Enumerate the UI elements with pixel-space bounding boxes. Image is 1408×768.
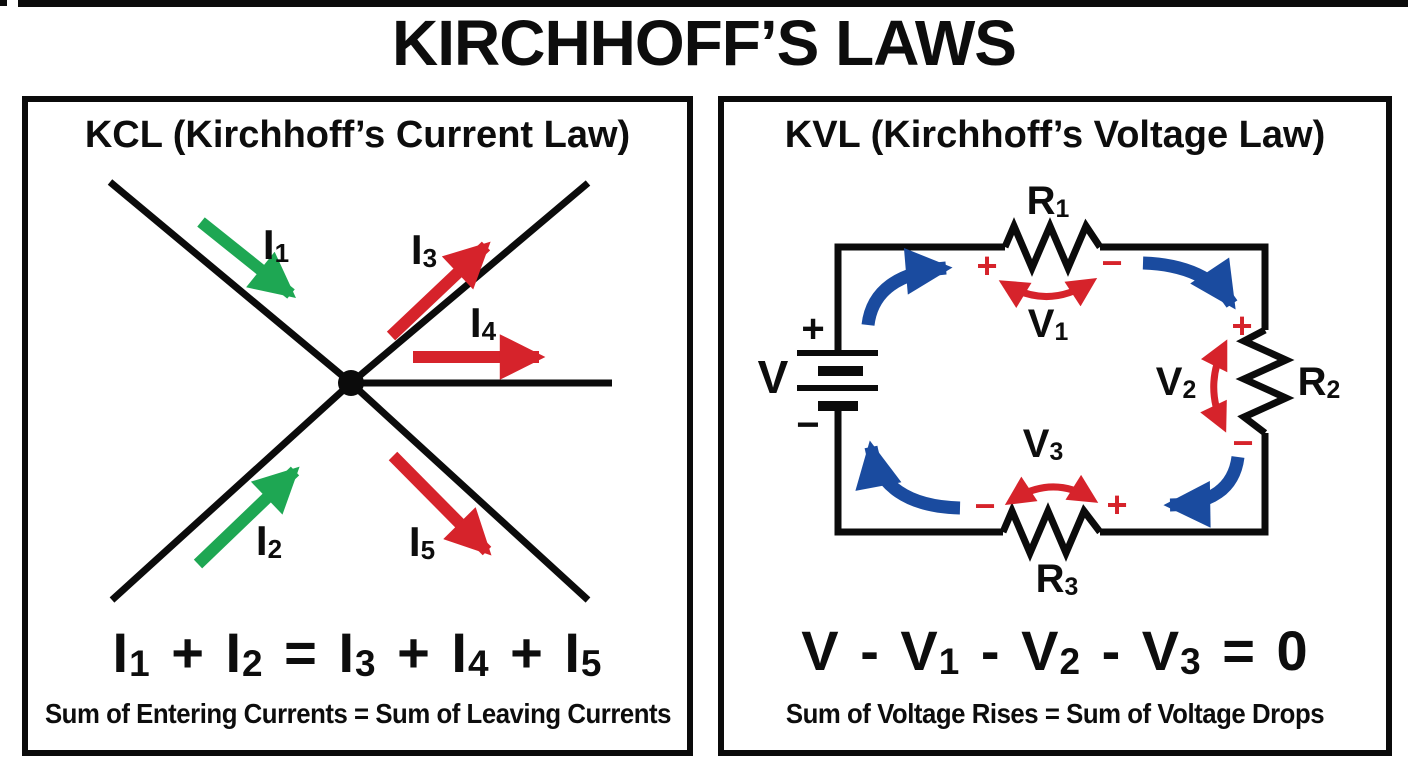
wire-top-right bbox=[1100, 243, 1269, 330]
wire-upper-left bbox=[107, 179, 354, 386]
battery-plus-sign: + bbox=[801, 307, 825, 351]
kvl-equation: V - V1 - V2 - V3 = 0 bbox=[801, 619, 1309, 683]
r2-plus-sign: + bbox=[1231, 305, 1253, 346]
label-voltage-v2: V2 bbox=[1155, 360, 1197, 405]
wire-bottom-left bbox=[834, 408, 1003, 536]
label-resistor-r3: R3 bbox=[1035, 557, 1079, 602]
r1-plus-sign: + bbox=[976, 245, 998, 286]
label-voltage-v1: V1 bbox=[1027, 302, 1069, 347]
voltage-arc-v1 bbox=[998, 277, 1098, 308]
wire-lower-left bbox=[109, 380, 354, 603]
kcl-junction-diagram bbox=[107, 179, 612, 603]
flow-arrow-bottom-left bbox=[855, 440, 961, 515]
kvl-circuit-diagram bbox=[797, 217, 1295, 562]
label-current-i5: I5 bbox=[408, 517, 436, 566]
r2-minus-sign: − bbox=[1232, 422, 1254, 463]
battery-voltage-label: V bbox=[757, 351, 789, 403]
label-current-i3: I3 bbox=[410, 225, 438, 274]
kcl-panel: KCL (Kirchhoff’s Current Law) bbox=[22, 96, 693, 756]
kcl-heading: KCL (Kirchhoff’s Current Law) bbox=[84, 114, 631, 156]
label-current-i2: I2 bbox=[255, 516, 283, 565]
battery-minus-sign: − bbox=[796, 403, 820, 447]
resistor-r3-zigzag bbox=[999, 502, 1103, 562]
voltage-arc-v3 bbox=[1004, 474, 1099, 506]
top-edge-strip-left bbox=[0, 0, 7, 6]
current-arrow-i1 bbox=[197, 217, 296, 299]
kcl-equation: I1 + I2 = I3 + I4 + I5 bbox=[112, 621, 603, 685]
r3-minus-sign: − bbox=[974, 485, 996, 526]
page-title: KIRCHHOFF’S LAWS bbox=[392, 7, 1017, 79]
flow-arrow-bottom-right bbox=[1163, 455, 1245, 528]
label-voltage-v3: V3 bbox=[1022, 422, 1064, 467]
voltage-arc-v2 bbox=[1200, 339, 1228, 433]
flow-arrow-top-left bbox=[861, 248, 953, 327]
wire-bottom-right bbox=[1100, 433, 1269, 536]
label-resistor-r2: R2 bbox=[1297, 360, 1341, 405]
kvl-panel: KVL (Kirchhoff’s Voltage Law) V + − R1 R… bbox=[718, 96, 1392, 756]
r3-plus-sign: + bbox=[1106, 484, 1128, 525]
junction-node-dot bbox=[338, 370, 364, 396]
kvl-heading: KVL (Kirchhoff’s Voltage Law) bbox=[784, 114, 1326, 156]
wire-lower-right bbox=[348, 380, 591, 603]
resistor-r2-zigzag bbox=[1235, 326, 1295, 436]
wire-top-left bbox=[834, 243, 1005, 353]
label-resistor-r1: R1 bbox=[1026, 179, 1070, 224]
current-arrow-i5 bbox=[388, 451, 492, 556]
resistor-r1-zigzag bbox=[1001, 217, 1103, 277]
top-edge-strip bbox=[18, 0, 1408, 7]
current-arrow-i3 bbox=[386, 241, 491, 341]
label-current-i4: I4 bbox=[469, 298, 497, 347]
current-arrow-i2 bbox=[193, 466, 300, 569]
kvl-caption: Sum of Voltage Rises = Sum of Voltage Dr… bbox=[785, 698, 1325, 729]
flow-arrow-top-right bbox=[1142, 256, 1238, 310]
label-current-i1: I1 bbox=[262, 220, 290, 269]
r1-minus-sign: − bbox=[1101, 242, 1123, 283]
kcl-caption: Sum of Entering Currents = Sum of Leavin… bbox=[44, 698, 671, 729]
